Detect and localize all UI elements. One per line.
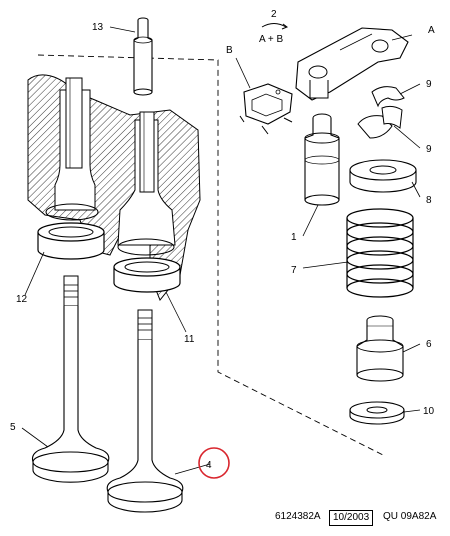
callout-13: 13	[92, 22, 104, 33]
diagram-footer: 6124382A 10/2003 QU 09A82A	[0, 510, 450, 528]
callout-B: B	[226, 45, 233, 56]
hydraulic-tappet	[304, 113, 340, 206]
valve-spring	[346, 208, 414, 298]
valve-left	[31, 275, 110, 483]
callout-labels: 13 2 A + B A B 9 9 8 1 7 6 10 12 11 5 4	[10, 9, 435, 471]
callout-5: 5	[10, 422, 16, 433]
callout-4: 4	[206, 460, 212, 471]
valve-stem-seal	[356, 315, 404, 382]
valve-seat-ring-right	[113, 257, 181, 293]
highlight-circle	[198, 447, 230, 479]
callout-2: 2	[271, 9, 277, 20]
leader-lines	[21, 26, 421, 475]
callout-12: 12	[16, 294, 28, 305]
callout-7: 7	[291, 265, 297, 276]
assembly-note: A + B	[259, 34, 284, 45]
callout-6: 6	[426, 339, 432, 350]
spring-retainer	[349, 159, 417, 193]
callout-9-bottom: 9	[426, 144, 432, 155]
callout-11: 11	[184, 334, 195, 345]
valve-cotters	[357, 86, 405, 139]
valve-seat-ring-left	[37, 222, 105, 260]
clip	[239, 83, 293, 135]
dashed-boundary	[37, 54, 384, 456]
footer-ref-right: QU 09A82A	[383, 511, 437, 522]
cylinder-head-section	[27, 74, 201, 301]
rocker-arm	[295, 27, 409, 101]
footer-ref-left: 6124382A	[275, 511, 321, 522]
valve-guide	[133, 17, 153, 96]
spring-seat-washer	[349, 401, 405, 425]
callout-9-top: 9	[426, 79, 432, 90]
callout-8: 8	[426, 195, 432, 206]
callout-10: 10	[423, 406, 435, 417]
valve-right	[106, 309, 184, 513]
footer-date: 10/2003	[329, 510, 374, 526]
callout-1: 1	[291, 232, 297, 243]
callout-A: A	[428, 25, 435, 36]
assembly-arrow	[261, 23, 289, 30]
